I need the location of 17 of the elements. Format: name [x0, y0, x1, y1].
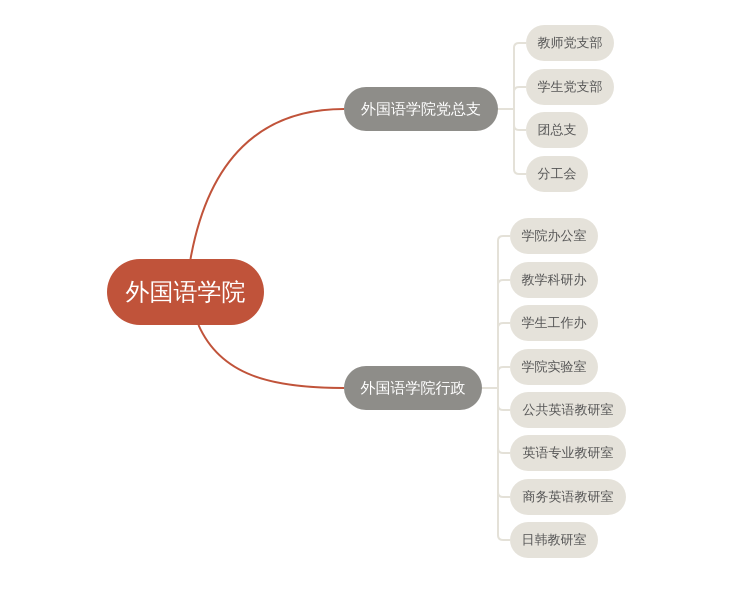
subtopic-pill: 分工会	[526, 156, 588, 192]
subtopic-pill: 教学科研办	[510, 262, 598, 298]
subtopic-pill: 英语专业教研室	[510, 435, 626, 471]
branch-topic: 外国语学院党总支	[344, 87, 498, 131]
subtopic-pill: 学生工作办	[510, 305, 598, 341]
subtopic-pill: 日韩教研室	[510, 522, 598, 558]
subtopic-pill: 团总支	[526, 112, 588, 148]
root-topic: 外国语学院	[107, 259, 264, 325]
subtopic-pill: 公共英语教研室	[510, 392, 626, 428]
connector-line	[190, 108, 344, 260]
connector-line	[198, 324, 344, 389]
subtopic-pill: 学院实验室	[510, 349, 598, 385]
branch-topic: 外国语学院行政	[344, 366, 482, 410]
subtopic-pill: 学院办公室	[510, 218, 598, 254]
subtopic-pill: 学生党支部	[526, 69, 614, 105]
subtopic-pill: 教师党支部	[526, 25, 614, 61]
subtopic-pill: 商务英语教研室	[510, 479, 626, 515]
